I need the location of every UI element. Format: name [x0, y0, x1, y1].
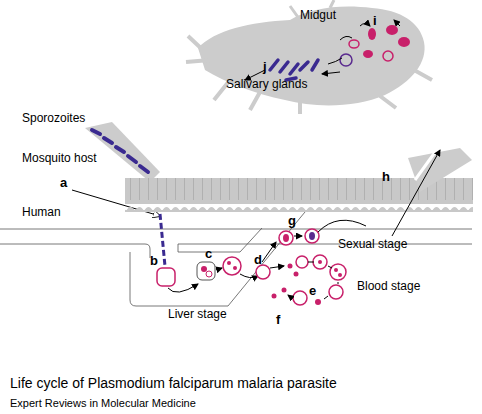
callout-letter: c: [205, 247, 212, 261]
figure-caption: Life cycle of Plasmodium falciparum mala…: [10, 376, 337, 391]
sporozoite-path: [160, 214, 165, 266]
part-name: Midgut: [300, 9, 336, 22]
sporozoites: [92, 130, 148, 172]
callout-letter: a: [60, 176, 67, 190]
liver-stage: [157, 257, 258, 292]
callout-letter: e: [309, 284, 316, 298]
proboscis: [408, 148, 472, 192]
callout-letter: j: [263, 60, 267, 74]
part-name: Salivary glands: [226, 78, 307, 91]
callout-letter: f: [276, 313, 280, 327]
part-name: Sporozoites: [22, 112, 85, 125]
callout-letter: b: [150, 254, 158, 268]
stage-name: Sexual stage: [338, 238, 407, 251]
tissue-lines: [0, 212, 472, 306]
uptake-arrow: [392, 150, 440, 236]
part-name: Human: [22, 206, 61, 219]
part-name: Mosquito host: [22, 152, 97, 165]
callout-letter: h: [382, 170, 390, 184]
mosquito-body: [186, 0, 432, 114]
stage-name: Liver stage: [168, 308, 227, 321]
source-note: Expert Reviews in Molecular Medicine: [10, 397, 196, 409]
callout-letter: g: [288, 214, 296, 228]
callout-letter: i: [373, 14, 377, 28]
stage-name: Blood stage: [357, 280, 420, 293]
blood-stage: [256, 242, 346, 305]
callout-letter: d: [254, 253, 262, 267]
